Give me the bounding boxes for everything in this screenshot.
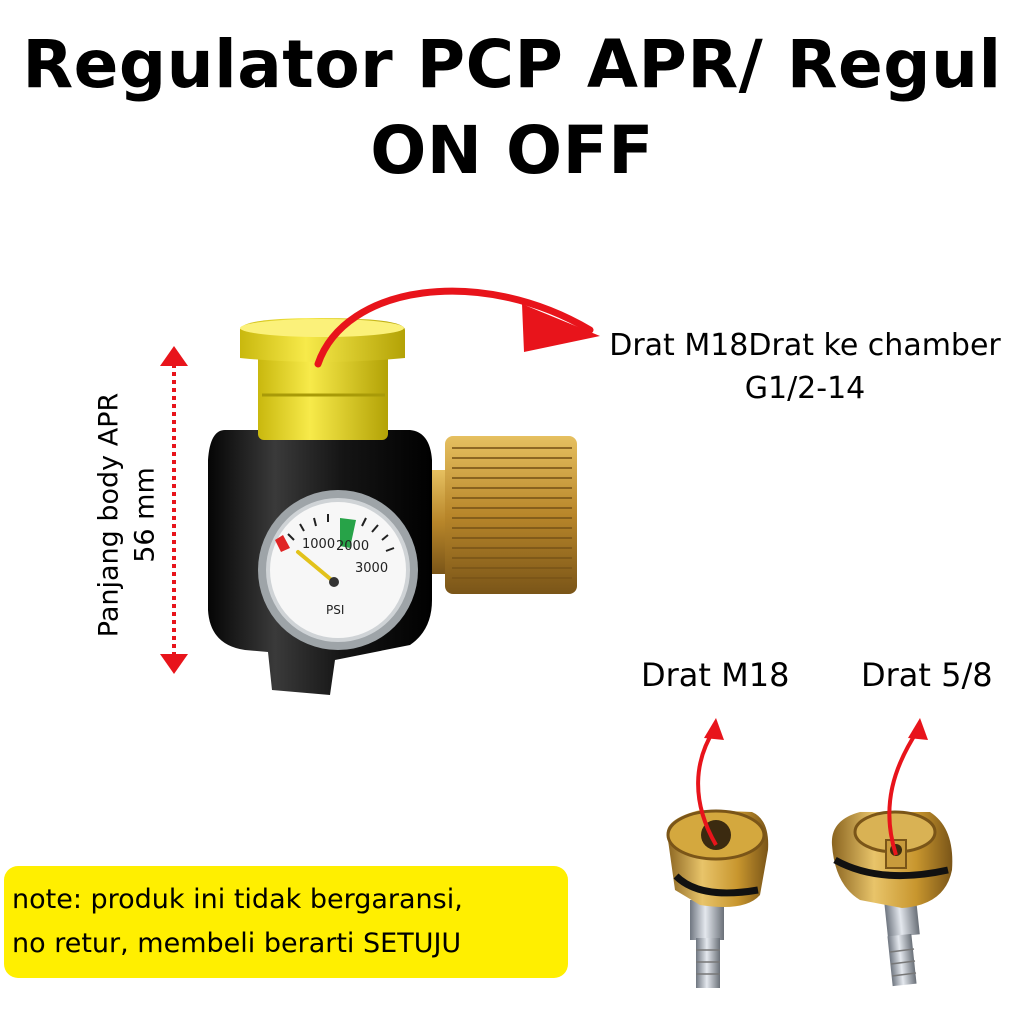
fitting-m18-image: [666, 809, 769, 988]
curved-arrow-top: [314, 287, 594, 368]
page-title-line1: Regulator PCP APR/ Regul: [22, 26, 1002, 103]
disclaimer-note: note: produk ini tidak bergaransi, no re…: [4, 866, 568, 978]
gauge-tick-3000: 3000: [355, 561, 388, 576]
regulator: [208, 318, 577, 695]
thread-chamber-line2: G1/2-14: [744, 371, 866, 406]
body-length-label: Panjang body APR 56 mm: [92, 393, 165, 637]
disclaimer-note-line2: no retur, membeli berarti SETUJU: [12, 928, 462, 959]
dimension-arrow: [160, 346, 188, 674]
body-length-line2: 56 mm: [130, 467, 161, 563]
brass-side-knob: [420, 436, 577, 594]
gauge-needle: [296, 550, 336, 584]
page-title-line2: ON OFF: [370, 112, 654, 189]
gauge-tick-2000: 2000: [336, 539, 369, 554]
disclaimer-note-line1: note: produk ini tidak bergaransi,: [12, 884, 463, 915]
curved-arrow-m18: [696, 728, 718, 846]
thread-chamber-line1: Drat M18Drat ke chamber: [609, 328, 1001, 363]
gauge-tick-1000: 1000: [302, 537, 335, 552]
curved-arrow-top-head: [522, 304, 600, 352]
thread-chamber-label: Drat M18Drat ke chamber G1/2-14: [595, 328, 1015, 406]
curved-arrow-5-8: [887, 728, 920, 856]
pressure-gauge: 1000 2000 3000 PSI: [258, 490, 418, 650]
body-length-line1: Panjang body APR: [93, 392, 125, 638]
yellow-cap: [240, 318, 405, 440]
gauge-unit-label: PSI: [326, 603, 344, 617]
fitting-m18-label: Drat M18: [641, 656, 790, 694]
fitting-5-8-label: Drat 5/8: [861, 656, 993, 694]
